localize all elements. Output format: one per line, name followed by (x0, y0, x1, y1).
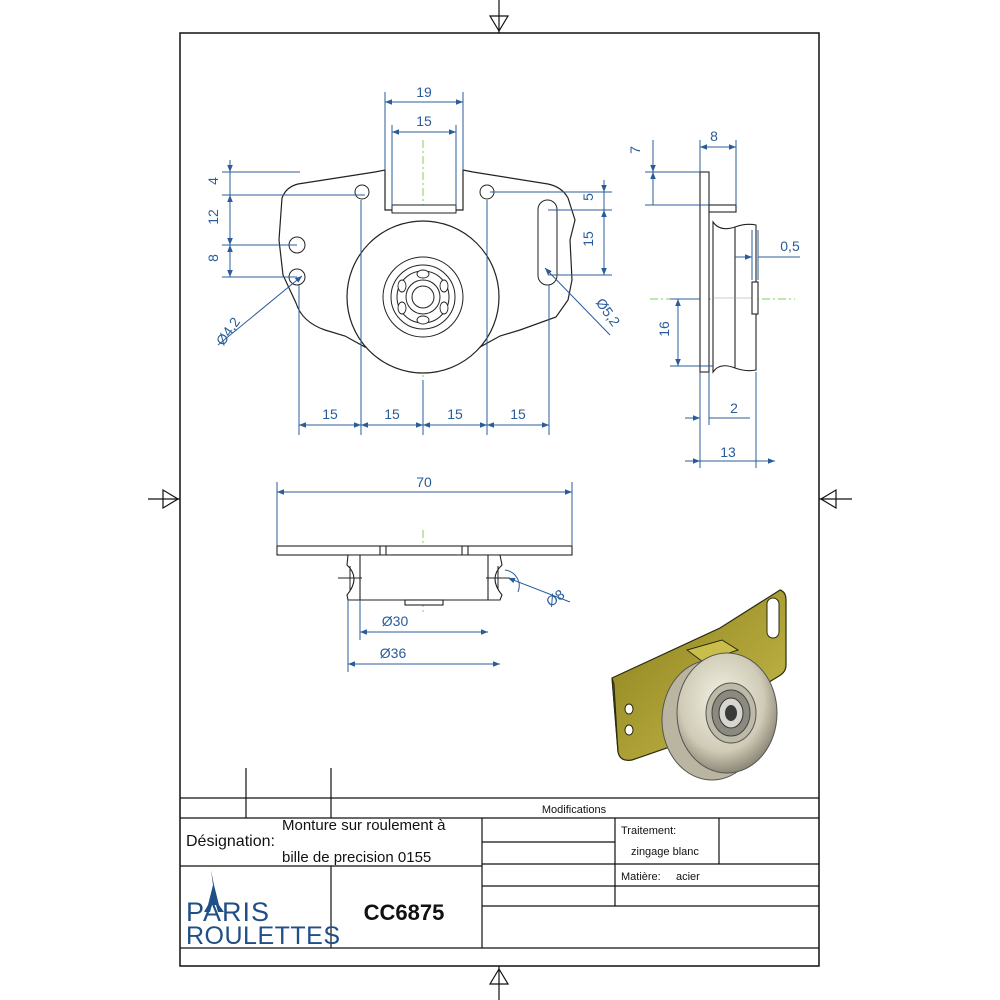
top-view: 19 15 4 12 8 5 15 Ø4,2 Ø5,2 15 15 15 15 (205, 84, 623, 435)
dim-front-70: 70 (416, 474, 432, 490)
dim-side-8: 8 (710, 128, 718, 144)
title-block (180, 768, 819, 949)
dim-4: 4 (205, 177, 221, 185)
dim-side-2: 2 (730, 400, 738, 416)
bearing-balls (397, 269, 449, 325)
dim-front-dia-36: Ø36 (380, 645, 407, 661)
designation-line-2: bille de precision 0155 (282, 849, 431, 866)
logo-line-roulettes: ROULETTES (186, 922, 341, 950)
dim-dia-4-2: Ø4,2 (213, 314, 244, 348)
traitement-label: Traitement: (621, 825, 676, 837)
dim-15-top: 15 (416, 113, 432, 129)
dim-15-right: 15 (580, 231, 596, 247)
hole-top-left (354, 184, 370, 200)
traitement-value: zingage blanc (631, 846, 699, 858)
matiere-label: Matière: (621, 871, 661, 883)
designation-line-1: Monture sur roulement à (282, 817, 446, 834)
slot-right (537, 199, 558, 286)
dim-bottom-4: 15 (510, 406, 526, 422)
dim-side-7: 7 (627, 146, 643, 154)
dim-12: 12 (205, 209, 221, 225)
dim-bottom-2: 15 (384, 406, 400, 422)
dim-5: 5 (580, 193, 596, 201)
dim-side-16: 16 (656, 321, 672, 337)
centering-marks (148, 0, 852, 1000)
dim-side-0-5: 0,5 (780, 238, 800, 254)
paris-roulettes-logo: PARIS ROULETTES (186, 870, 341, 950)
sheet-border (179, 32, 820, 967)
dim-8: 8 (205, 254, 221, 262)
front-view: 70 Ø8 Ø30 Ø36 (276, 474, 573, 672)
logo-line-paris: PARIS (186, 897, 270, 927)
dim-side-13: 13 (720, 444, 736, 460)
modifications-header: Modifications (542, 804, 607, 816)
dim-front-dia-30: Ø30 (382, 613, 409, 629)
dim-bottom-3: 15 (447, 406, 463, 422)
side-view: 8 7 0,5 16 2 13 (627, 128, 800, 468)
isometric-3d-render (611, 589, 787, 781)
eiffel-tower-icon (204, 870, 224, 912)
matiere-value: acier (676, 871, 700, 883)
reference-number: CC6875 (364, 900, 445, 925)
dim-bottom-1: 15 (322, 406, 338, 422)
dim-dia-5-2: Ø5,2 (593, 295, 624, 329)
designation-label: Désignation: (186, 833, 275, 850)
dim-front-dia-8: Ø8 (543, 586, 568, 610)
dim-19: 19 (416, 84, 432, 100)
